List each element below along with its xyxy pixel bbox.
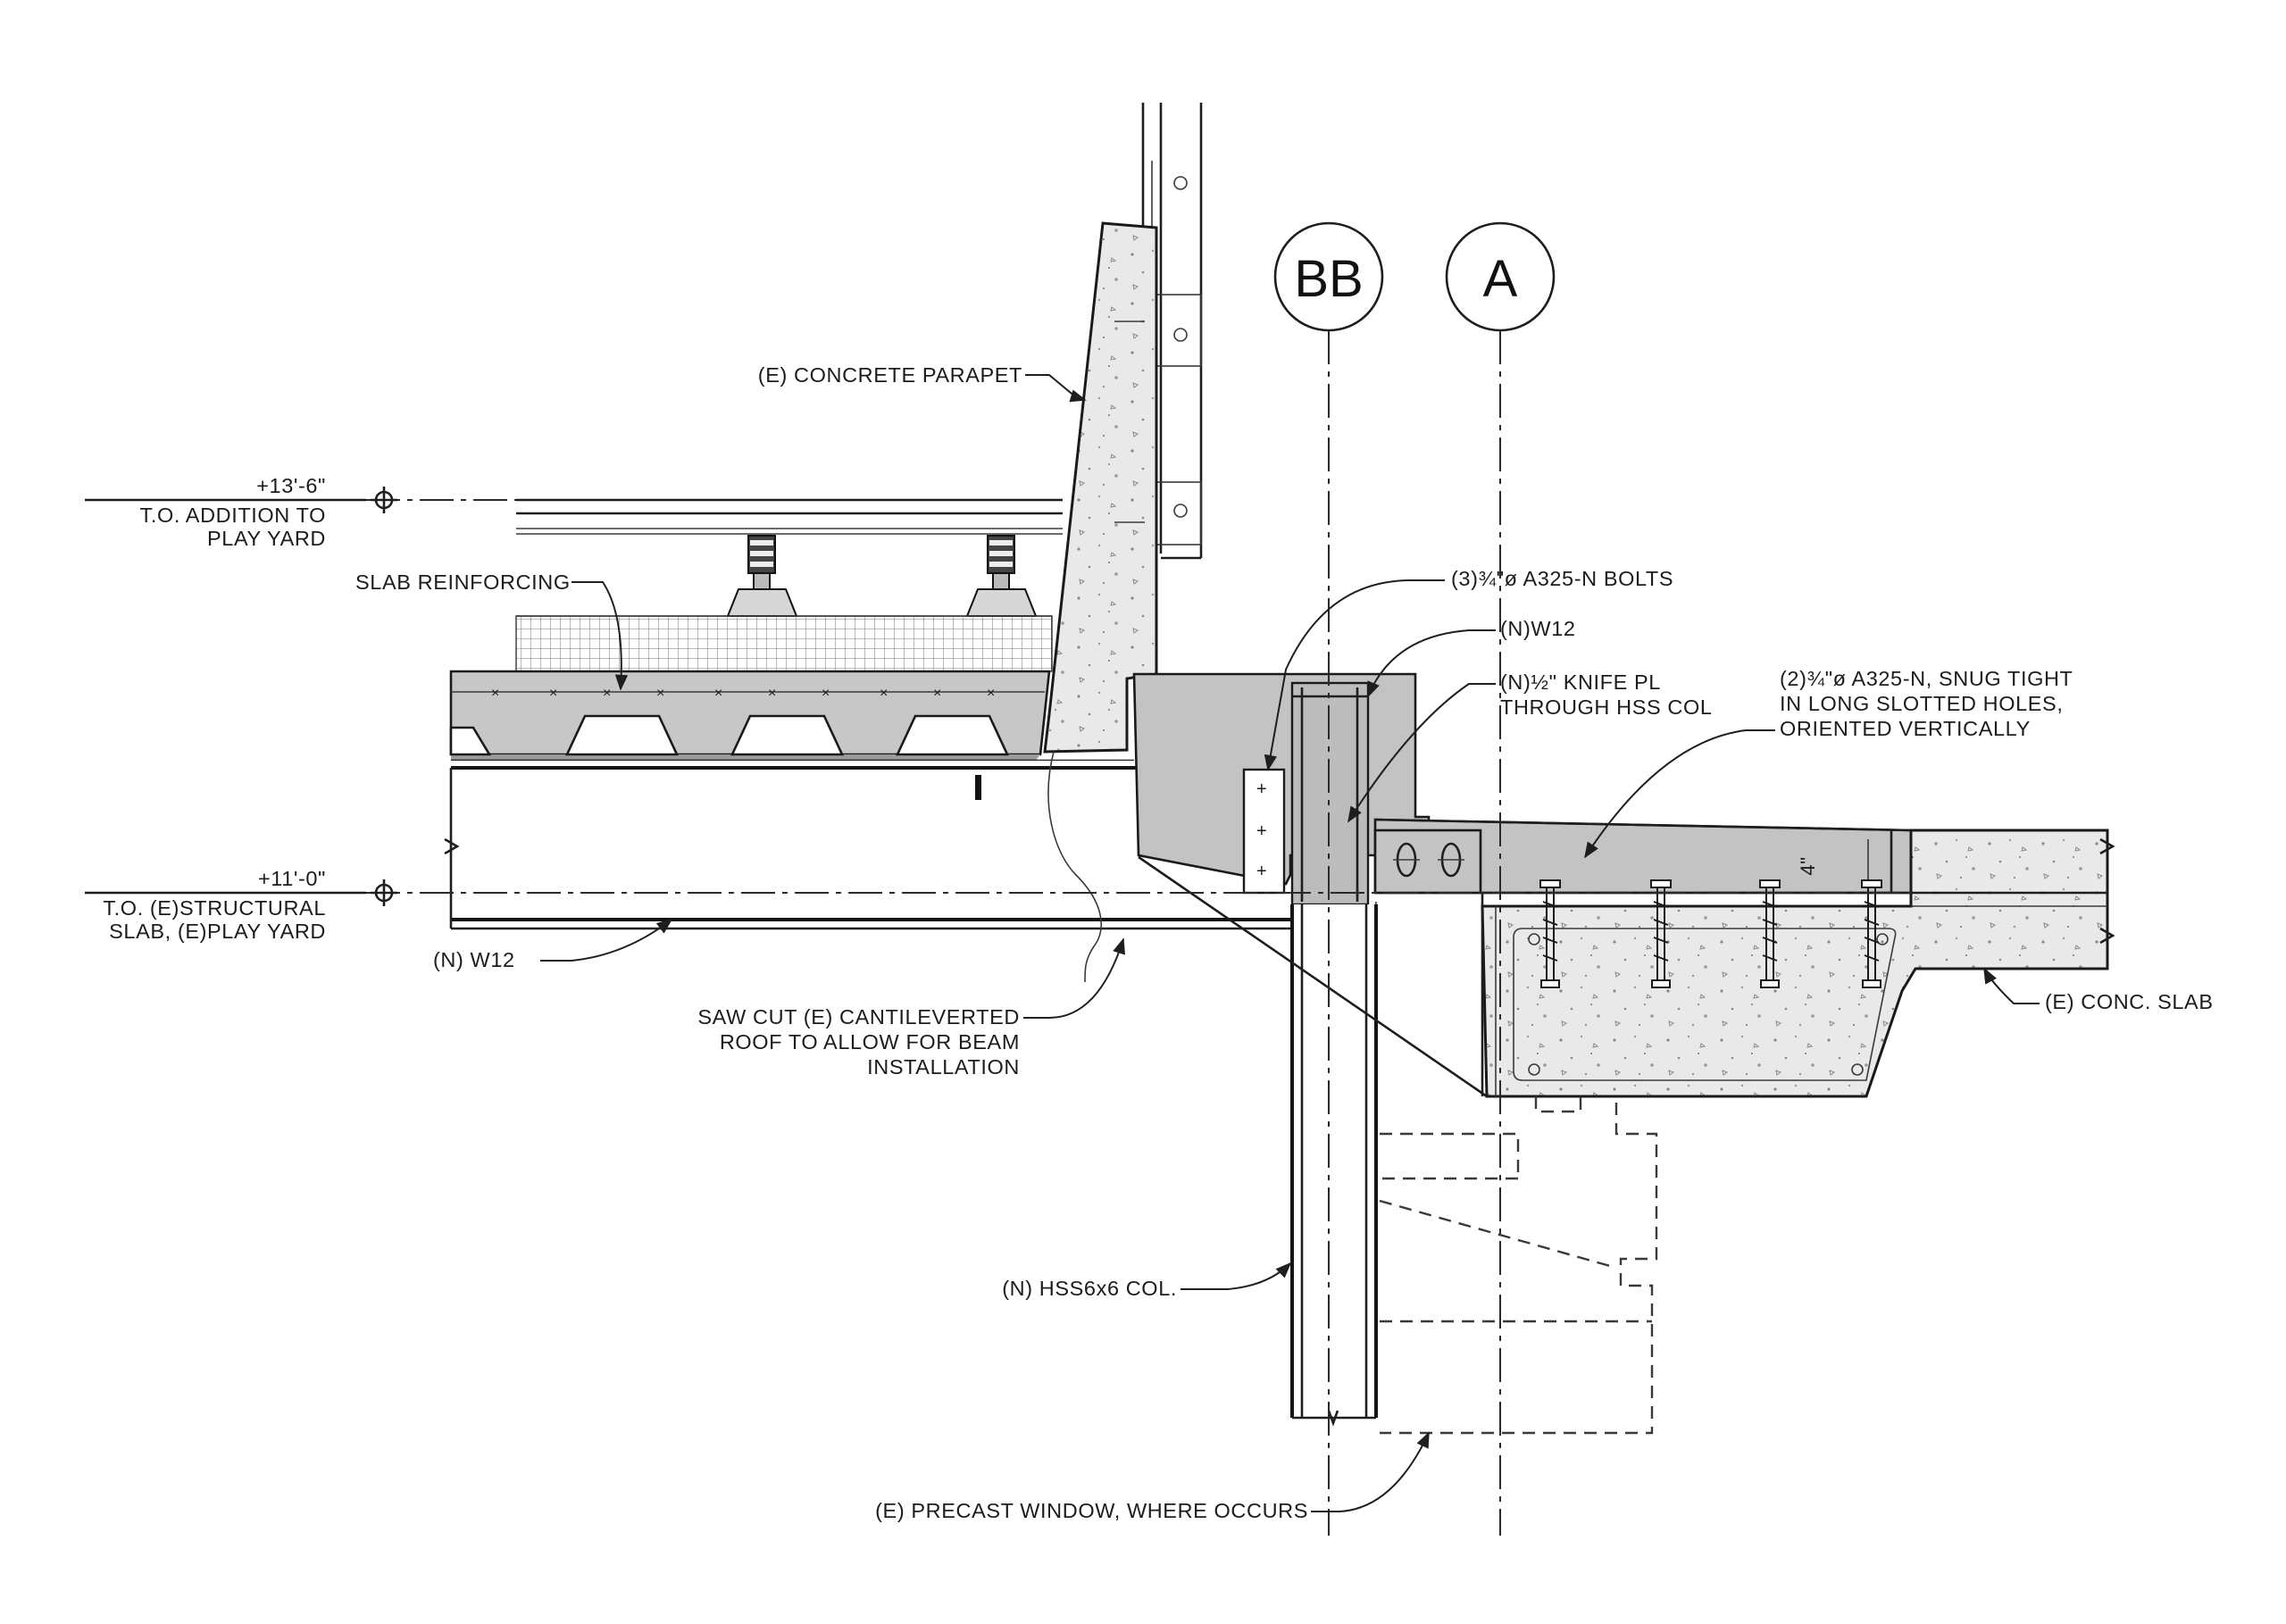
note-bolts-2-line2: IN LONG SLOTTED HOLES,: [1780, 692, 2063, 715]
hss-column: [1290, 904, 1378, 1427]
note-bolts-2-line1: (2)¾"ø A325-N, SNUG TIGHT: [1780, 667, 2073, 690]
svg-text:+: +: [1256, 821, 1267, 841]
note-w12-left: (N) W12: [433, 948, 515, 971]
callout-knife-plate: (N)½" KNIFE PL THROUGH HSS COL: [1347, 670, 1713, 823]
note-conc-slab: (E) CONC. SLAB: [2045, 990, 2214, 1013]
composite-deck-slab: × × × × × × × × × ×: [449, 670, 1134, 762]
svg-text:×: ×: [880, 686, 889, 701]
note-knife-plate-1: (N)½" KNIFE PL: [1500, 670, 1661, 694]
elevation-desc: SLAB, (E)PLAY YARD: [109, 920, 326, 943]
note-concrete-parapet: (E) CONCRETE PARAPET: [758, 363, 1022, 387]
grid-label-BB: BB: [1294, 250, 1363, 308]
elevation-desc: T.O. ADDITION TO: [139, 504, 326, 527]
note-saw-cut-1: SAW CUT (E) CANTILEVERTED: [697, 1005, 1020, 1029]
saw-cut-line: [1047, 751, 1102, 983]
note-knife-plate-2: THROUGH HSS COL: [1500, 695, 1713, 719]
svg-text:×: ×: [933, 686, 942, 701]
anchor-bolts: [1539, 879, 1882, 988]
note-saw-cut-3: INSTALLATION: [867, 1055, 1020, 1079]
elevation-desc: PLAY YARD: [207, 527, 326, 550]
pedestal: [726, 535, 798, 617]
svg-text:×: ×: [714, 686, 723, 701]
note-bolts-2-line3: ORIENTED VERTICALLY: [1780, 717, 2031, 740]
callout-bolts-3: (3)¾"ø A325-N BOLTS: [1264, 567, 1673, 771]
callout-parapet: (E) CONCRETE PARAPET: [758, 363, 1087, 403]
note-slab-reinforcing: SLAB REINFORCING: [355, 570, 571, 594]
callout-w12-top: (N)W12: [1367, 617, 1576, 698]
svg-text:×: ×: [491, 686, 500, 701]
callout-precast-window: (E) PRECAST WINDOW, WHERE OCCURS: [875, 1431, 1430, 1522]
elevation-value: +11'-0": [258, 867, 326, 890]
note-hss-column: (N) HSS6x6 COL.: [1002, 1277, 1177, 1300]
svg-text:×: ×: [768, 686, 777, 701]
svg-text:×: ×: [603, 686, 612, 701]
grid-bubble-A: A: [1445, 221, 1556, 332]
pedestal-deck: [515, 498, 1063, 672]
elevation-desc: T.O. (E)STRUCTURAL: [103, 896, 326, 920]
note-saw-cut-2: ROOF TO ALLOW FOR BEAM: [720, 1030, 1020, 1054]
callout-w12-left: (N) W12: [433, 918, 673, 971]
concrete-parapet: [1043, 221, 1158, 754]
note-precast-window: (E) PRECAST WINDOW, WHERE OCCURS: [875, 1499, 1308, 1522]
svg-text:×: ×: [656, 686, 665, 701]
callout-conc-slab: (E) CONC. SLAB: [1983, 967, 2214, 1013]
svg-text:+: +: [1256, 779, 1267, 799]
pedestal: [965, 535, 1038, 617]
elevation-value: +13'-6": [256, 474, 326, 497]
note-w12-top: (N)W12: [1500, 617, 1576, 640]
elevation-marker-upper: +13'-6" T.O. ADDITION TO PLAY YARD: [85, 474, 516, 550]
svg-text:+: +: [1256, 862, 1267, 881]
callout-slab-reinforcing: SLAB REINFORCING: [355, 570, 629, 691]
callout-saw-cut: SAW CUT (E) CANTILEVERTED ROOF TO ALLOW …: [697, 937, 1125, 1079]
svg-text:×: ×: [822, 686, 830, 701]
steel-connection: + + +: [1132, 672, 1913, 906]
callout-hss: (N) HSS6x6 COL.: [1002, 1262, 1292, 1300]
grid-bubble-BB: BB: [1273, 221, 1384, 332]
dimension-4in: 4": [1797, 856, 1819, 875]
note-bolts-3: (3)¾"ø A325-N BOLTS: [1451, 567, 1673, 590]
existing-concrete-slab: [1481, 829, 2115, 1098]
grid-label-A: A: [1483, 250, 1518, 308]
cantilever-underside: [1138, 855, 1488, 1098]
svg-text:×: ×: [549, 686, 558, 701]
svg-text:×: ×: [987, 686, 996, 701]
callout-bolts-2: (2)¾"ø A325-N, SNUG TIGHT IN LONG SLOTTE…: [1584, 667, 2073, 859]
precast-window-outline: [1379, 1096, 1658, 1435]
elevation-marker-lower: +11'-0" T.O. (E)STRUCTURAL SLAB, (E)PLAY…: [85, 867, 1911, 943]
